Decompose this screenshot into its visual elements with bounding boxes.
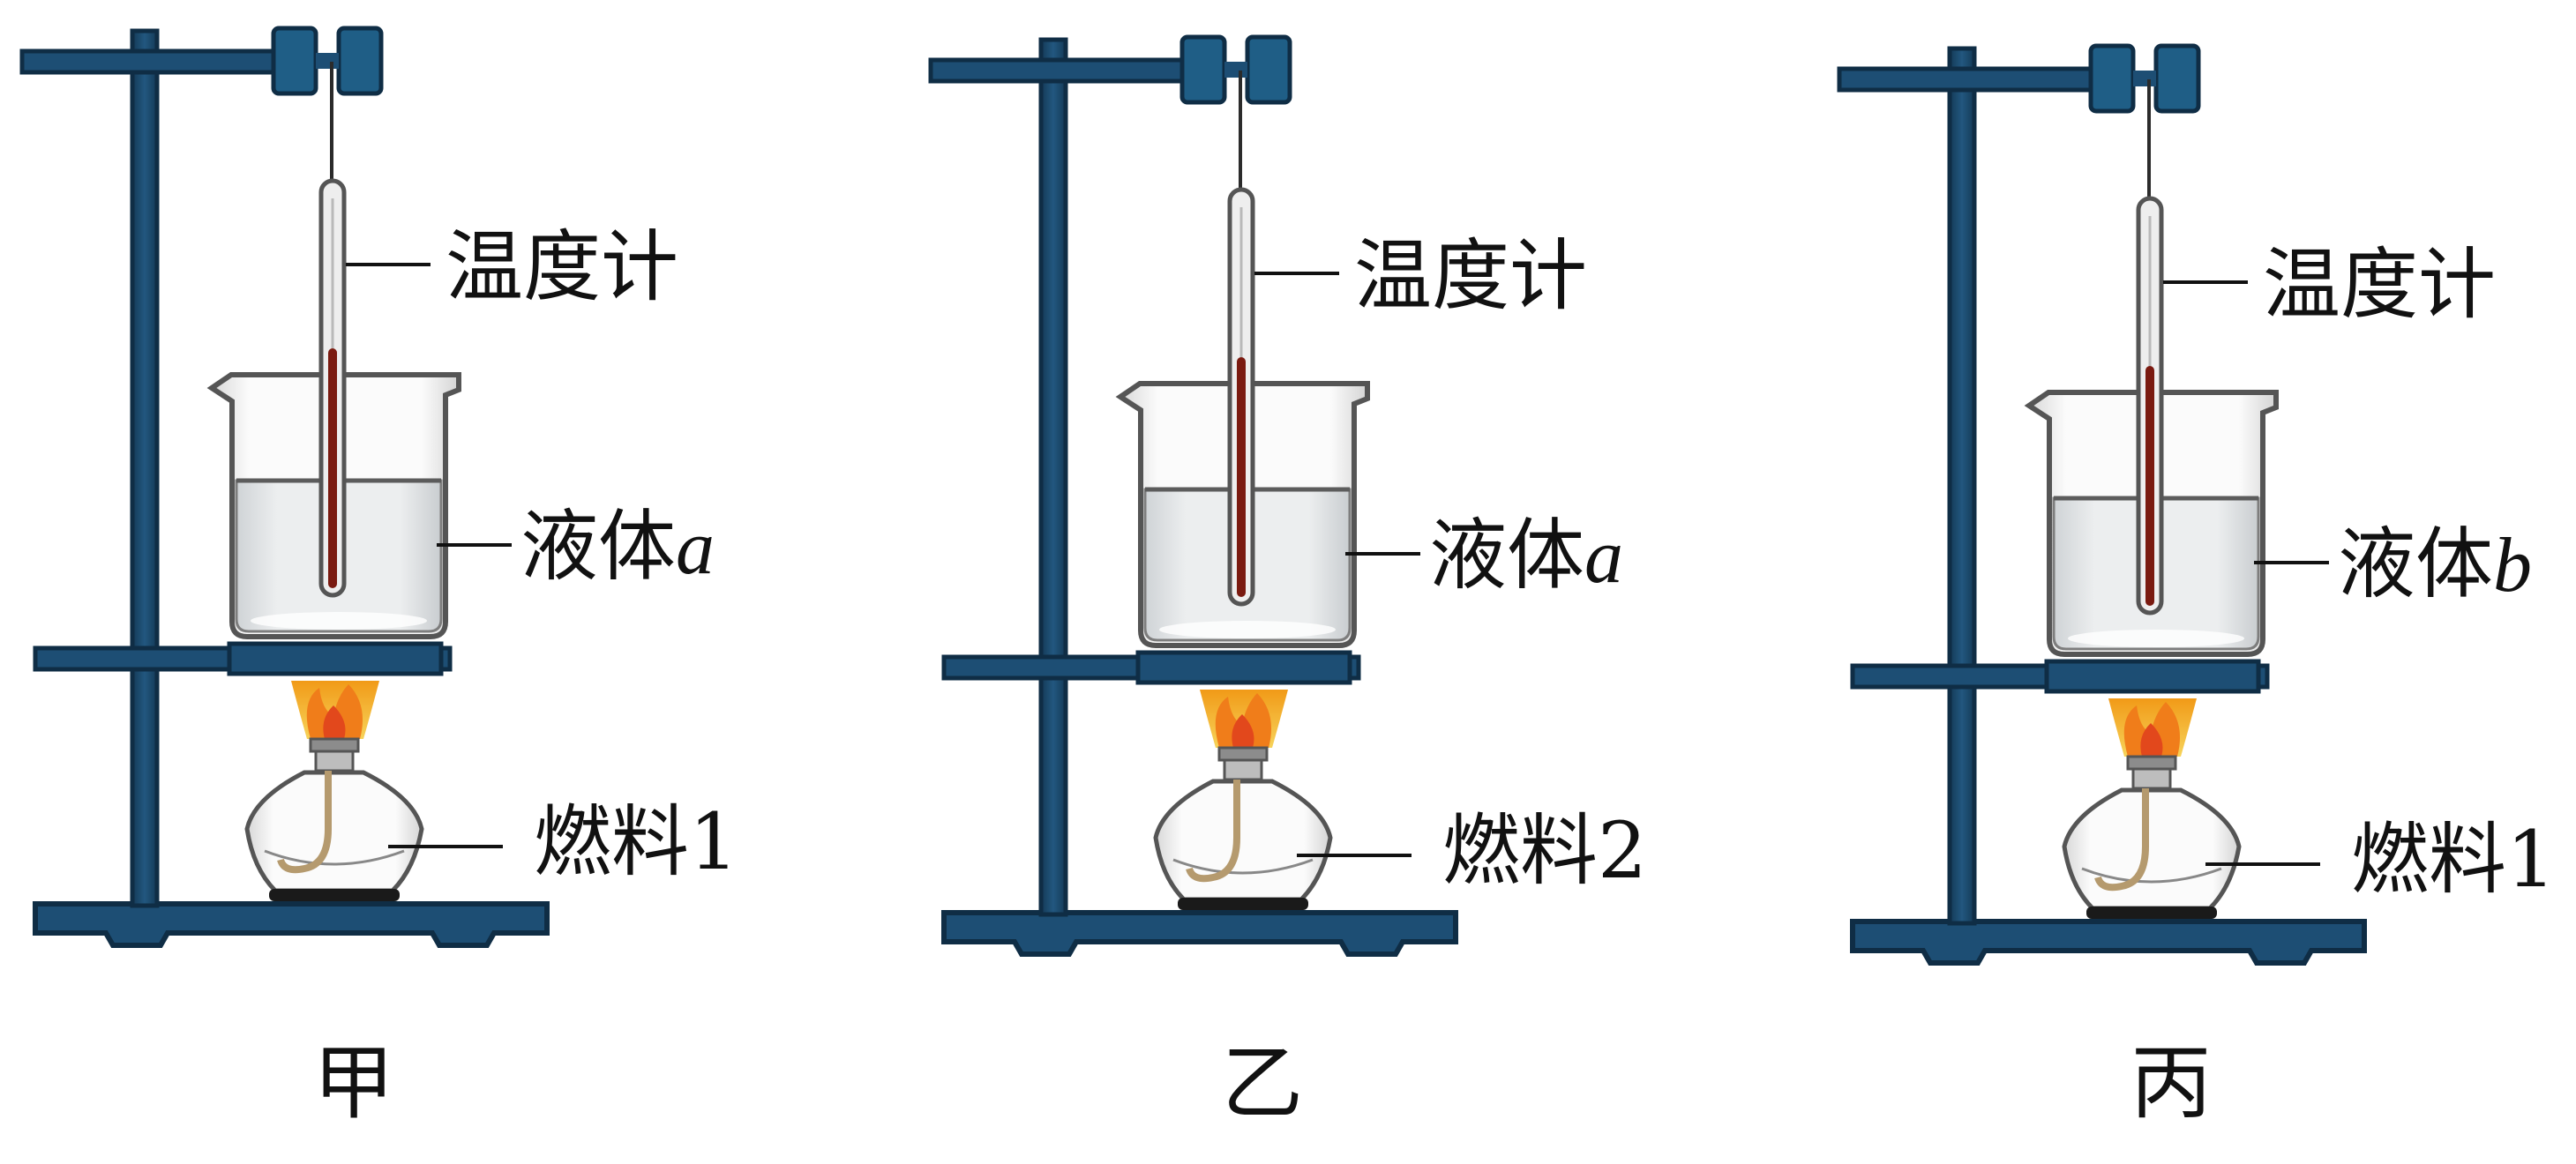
setup-caption: 乙	[1222, 1036, 1303, 1130]
fuel-label: 燃料1	[534, 796, 738, 887]
setup-jia: 温度计 液体a 燃料1 甲	[22, 28, 738, 1130]
fuel-label: 燃料2	[1442, 805, 1647, 896]
thermometer-label: 温度计	[446, 221, 678, 312]
thermometer-label: 温度计	[2263, 239, 2496, 330]
setup-caption: 甲	[313, 1036, 394, 1130]
liquid-label: 液体a	[520, 501, 715, 592]
setup-bing: 温度计 液体b 燃料1 丙	[1839, 46, 2556, 1130]
thermometer-label: 温度计	[1354, 230, 1587, 321]
liquid-label: 液体b	[2338, 519, 2532, 609]
fuel-label: 燃料1	[2351, 814, 2556, 905]
setup-yi: 温度计 液体a 燃料2 乙	[931, 37, 1647, 1130]
liquid-label: 液体a	[1429, 510, 1623, 601]
setup-caption: 丙	[2130, 1036, 2212, 1130]
